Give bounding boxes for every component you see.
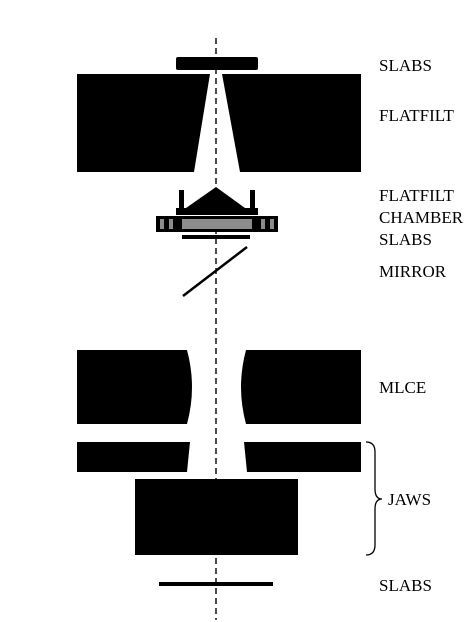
chamber-band: [182, 219, 252, 229]
label-mlce: MLCE: [379, 378, 427, 397]
flatfilt-base-plate: [176, 208, 258, 215]
mlce-right-leaf: [241, 350, 361, 424]
label-flatfilt: FLATFILT: [379, 106, 454, 125]
label-chamber: CHAMBER: [379, 208, 464, 227]
slab-bottom: [159, 582, 273, 586]
jaw-upper-left: [77, 442, 190, 472]
flatfilt-right-block: [222, 74, 361, 172]
jaw-lower: [135, 479, 298, 555]
label-jaws: JAWS: [388, 490, 432, 509]
label-mirror: MIRROR: [379, 262, 447, 281]
label-slabs-bottom: SLABS: [379, 576, 432, 595]
slab-top: [176, 57, 258, 70]
flatfilt-right-post: [250, 190, 255, 210]
flatfilt-left-post: [179, 190, 184, 210]
label-slabs-mid: SLABS: [379, 230, 432, 249]
flatfilt-left-block: [77, 74, 210, 172]
label-slabs-top: SLABS: [379, 56, 432, 75]
label-flatfilt-group: FLATFILT: [379, 186, 454, 205]
chamber-window-right-a: [261, 219, 265, 229]
chamber-window-right-b: [270, 219, 274, 229]
flatfilt-cone: [186, 187, 245, 208]
slab-mid: [182, 235, 250, 239]
chamber-window-left-b: [169, 219, 173, 229]
chamber-window-left-a: [160, 219, 164, 229]
mlce-left-leaf: [77, 350, 192, 424]
jaw-upper-right: [244, 442, 361, 472]
jaws-brace: [365, 441, 383, 556]
mirror: [182, 246, 248, 297]
